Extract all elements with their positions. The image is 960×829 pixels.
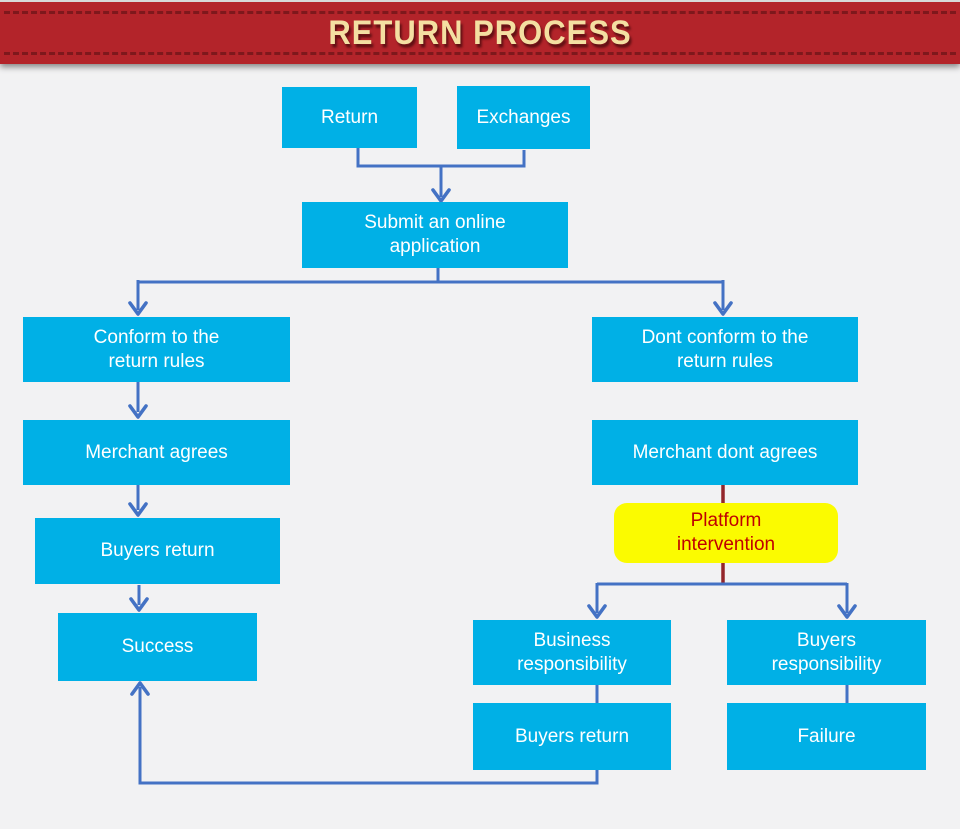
node-return: Return [282, 87, 417, 148]
stitch-line-top [4, 11, 956, 14]
page-title: RETURN PROCESS [328, 12, 632, 53]
arrowhead-into-conform [128, 301, 148, 316]
node-merchant-agrees: Merchant agrees [23, 420, 290, 485]
node-success: Success [58, 613, 257, 681]
arrowhead-into-merchant-agrees [128, 404, 148, 419]
arrowhead-into-submit [431, 188, 451, 203]
arrowhead-into-success-bottom [130, 681, 150, 696]
stitch-line-bottom [4, 52, 956, 55]
node-submit-application: Submit an online application [302, 202, 568, 268]
arrowhead-into-business-responsibility [587, 604, 607, 619]
node-buyers-return-bottom: Buyers return [473, 703, 671, 770]
arrowhead-into-buyers-return-left [128, 502, 148, 517]
arrowhead-into-buyers-responsibility [837, 604, 857, 619]
title-banner: RETURN PROCESS [0, 0, 960, 64]
node-dont-conform-rules: Dont conform to the return rules [592, 317, 858, 382]
node-conform-rules: Conform to the return rules [23, 317, 290, 382]
node-merchant-dont-agrees: Merchant dont agrees [592, 420, 858, 485]
arrowhead-into-dont-conform [713, 301, 733, 316]
node-platform-intervention: Platform intervention [614, 503, 838, 563]
connector-return-exchanges-join [356, 148, 526, 168]
node-buyers-return-left: Buyers return [35, 518, 280, 584]
node-buyers-responsibility: Buyers responsibility [727, 620, 926, 685]
node-business-responsibility: Business responsibility [473, 620, 671, 685]
arrowhead-into-success-top [129, 597, 149, 612]
node-failure: Failure [727, 703, 926, 770]
node-exchanges: Exchanges [457, 86, 590, 149]
